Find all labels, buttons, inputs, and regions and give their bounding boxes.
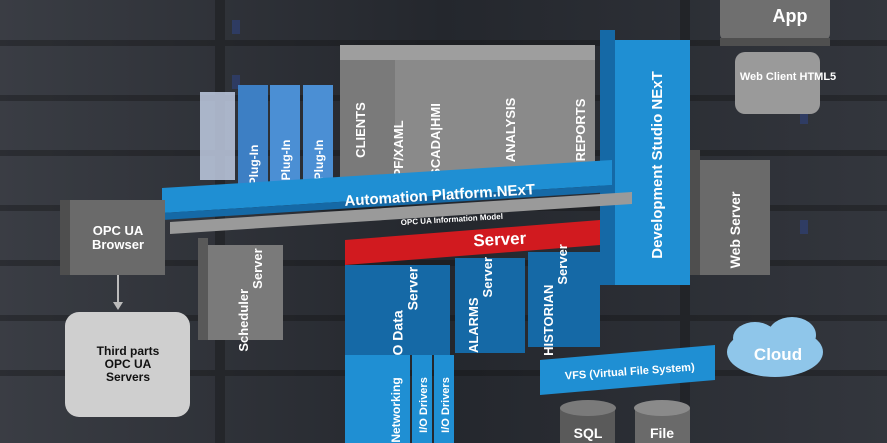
arrow-head — [113, 302, 123, 310]
sql-db: SQL — [560, 400, 616, 443]
analysis-label: ANALYSIS — [503, 97, 518, 162]
alarms-server-label: ALARMSServer — [466, 257, 495, 353]
client-blocks: CLIENTS WPF/XAML SCADA|HMI ANALYSIS REPO… — [340, 45, 595, 190]
networking-label: Networking — [389, 377, 403, 442]
app-block: App — [720, 0, 830, 46]
web-server-block: Web Server — [690, 150, 770, 275]
io-drivers-2-label: I/O Drivers — [440, 377, 452, 433]
web-client-block: Web Client HTML5 — [735, 52, 836, 114]
io-data-server-label: I/O DataServer — [389, 266, 420, 363]
platform-bar: Automation Platform.NExT — [162, 160, 612, 220]
plugin-1 — [238, 85, 268, 185]
scada-label: SCADA|HMI — [428, 103, 443, 177]
file-label: File — [650, 425, 674, 441]
web-client-line1: Web Client HTML5 — [740, 71, 836, 83]
clients-label: CLIENTS — [353, 102, 368, 158]
web-client-label: Web Client HTML5 — [740, 71, 836, 83]
vfs-block: VFS (Virtual File System) — [540, 345, 715, 395]
reports-label: REPORTS — [573, 98, 588, 161]
dev-studio-block: Development Studio NExT — [600, 30, 690, 285]
app-label: App — [773, 6, 808, 26]
plugins-group: Plug-In Plug-In Plug-In — [200, 85, 333, 185]
plugin-1-label: Plug-In — [247, 145, 261, 186]
io-drivers-1-label: I/O Drivers — [418, 377, 430, 433]
server-label: Server — [473, 229, 527, 251]
historian-server-label: HISTORIANServer — [541, 244, 570, 356]
plugin-2-label: Plug-In — [279, 140, 293, 181]
drivers-group: Networking I/O Drivers I/O Drivers — [345, 355, 454, 443]
scheduler-label: SchedulerServer — [236, 248, 265, 351]
cloud-label: Cloud — [754, 345, 802, 364]
cloud-block: Cloud — [727, 317, 823, 377]
server-bar: Server — [345, 220, 600, 265]
web-server-label: Web Server — [727, 191, 743, 268]
sql-label: SQL — [574, 425, 603, 441]
file-db: File — [634, 400, 690, 443]
plugin-3-label: Plug-In — [312, 140, 326, 181]
dev-studio-label: Development Studio NExT — [649, 71, 666, 259]
server-modules: I/O DataServer ALARMSServer HISTORIANSer… — [345, 244, 600, 363]
scheduler-block: SchedulerServer — [198, 238, 283, 352]
wpf-label: WPF/XAML — [391, 120, 406, 189]
